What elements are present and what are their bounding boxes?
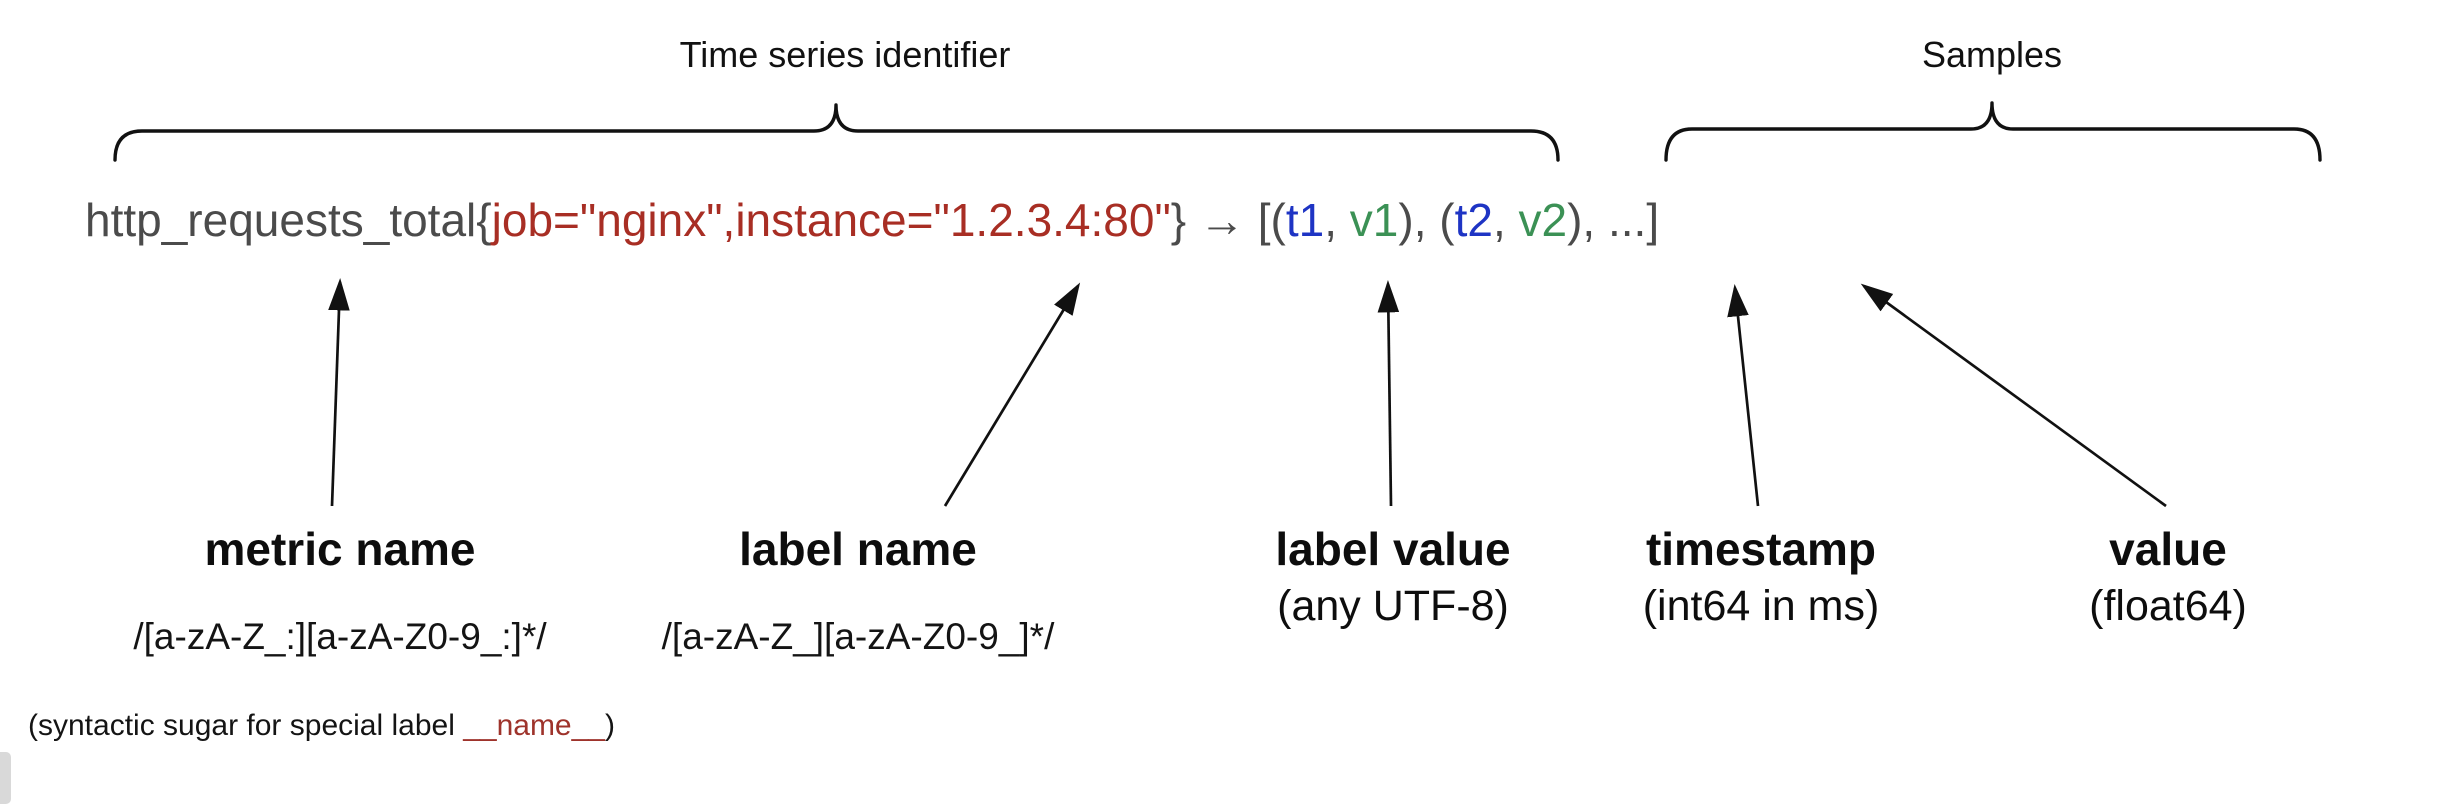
code-ellipsis-close: ), ...]	[1567, 194, 1660, 246]
label-name-regex: /[a-zA-Z_][a-zA-Z0-9_]*/	[661, 615, 1055, 657]
metric-name-regex: /[a-zA-Z_:][a-zA-Z0-9_:]*/	[133, 615, 547, 657]
code-value-1: v1	[1349, 194, 1399, 246]
syntactic-sugar-footnote: (syntactic sugar for special label __nam…	[28, 708, 615, 744]
label-value-subtitle: (any UTF-8)	[1277, 581, 1509, 630]
code-open-brace: {	[476, 194, 492, 246]
arrow-timestamp	[1727, 283, 1760, 507]
arrow-metric-name	[328, 277, 350, 507]
code-metric-name: http_requests_total	[85, 194, 477, 246]
code-timestamp-1: t1	[1285, 194, 1325, 246]
value-subtitle: (float64)	[2089, 581, 2247, 630]
label-name-title: label name	[739, 523, 977, 575]
scrollbar-fragment[interactable]	[0, 752, 11, 804]
arrow-label-value	[1377, 279, 1400, 507]
value-title: value	[2109, 523, 2227, 575]
callout-label-value: label value (any UTF-8)	[1275, 524, 1510, 630]
arrow-value	[1860, 283, 2167, 508]
code-maps-to-arrow: →	[1186, 194, 1258, 246]
code-labels: job="nginx",instance="1.2.3.4:80"	[491, 194, 1171, 246]
time-series-identifier-label: Time series identifier	[679, 34, 1011, 75]
timestamp-subtitle: (int64 in ms)	[1642, 581, 1880, 630]
arrow-label-name	[943, 282, 1081, 507]
metric-name-title: metric name	[204, 523, 476, 575]
samples-brace	[1664, 101, 2322, 162]
code-open-brackets: [(	[1257, 194, 1286, 246]
samples-label: Samples	[1921, 34, 2063, 75]
label-value-title: label value	[1275, 523, 1511, 575]
callout-value: value (float64)	[2089, 524, 2247, 630]
code-value-2: v2	[1518, 194, 1568, 246]
footnote-name-label: __name__	[463, 709, 605, 742]
code-close-brace: }	[1170, 194, 1187, 246]
callout-label-name: label name /[a-zA-Z_][a-zA-Z0-9_]*/	[662, 524, 1055, 657]
code-separator: ,	[1324, 194, 1350, 246]
code-separator: ,	[1492, 194, 1519, 246]
code-separator: ), (	[1398, 194, 1455, 246]
time-series-code-line: http_requests_total{job="nginx",instance…	[85, 192, 1659, 248]
footnote-prefix: (syntactic sugar for special label	[28, 709, 464, 742]
time-series-identifier-brace	[113, 103, 1560, 162]
footnote-suffix: )	[605, 709, 615, 742]
timestamp-title: timestamp	[1645, 523, 1877, 575]
callout-metric-name: metric name /[a-zA-Z_:][a-zA-Z0-9_:]*/	[133, 524, 546, 657]
code-timestamp-2: t2	[1454, 194, 1493, 246]
callout-timestamp: timestamp (int64 in ms)	[1643, 524, 1880, 630]
